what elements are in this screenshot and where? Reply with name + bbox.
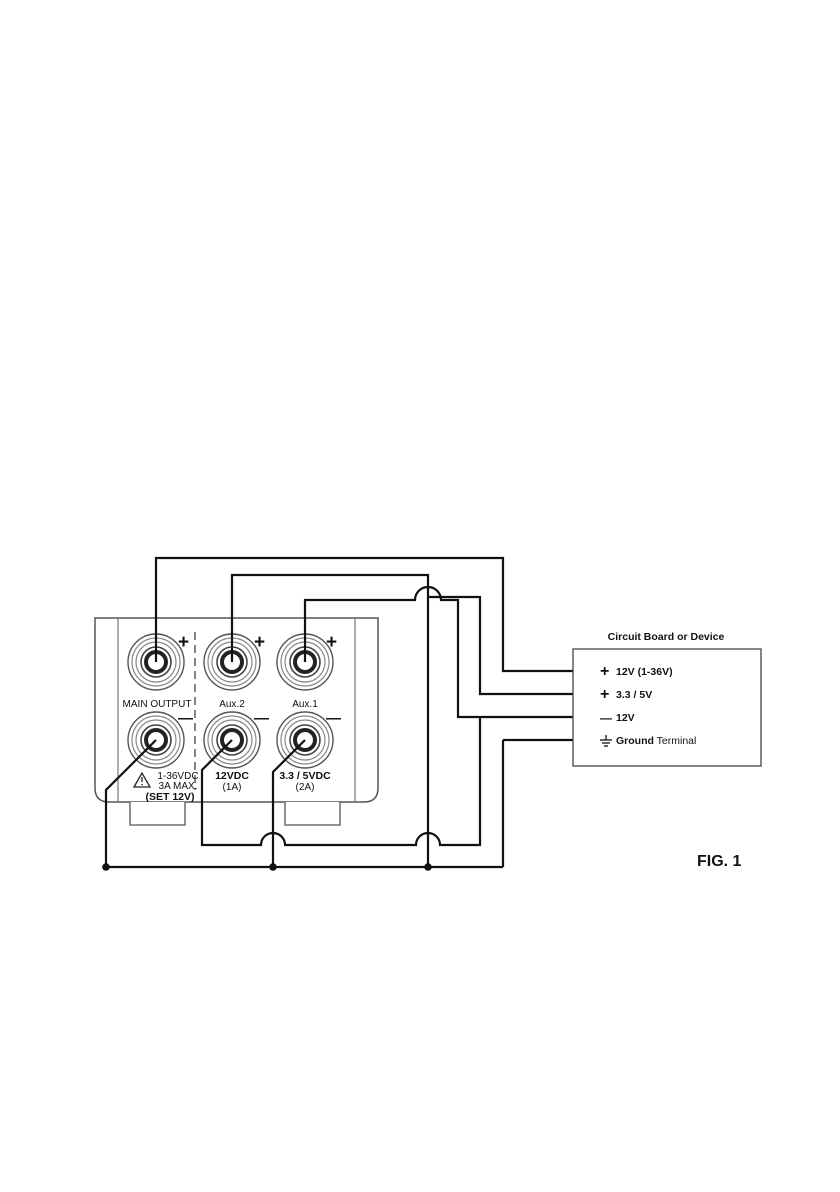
terminal-3v3-symbol: + — [600, 686, 609, 703]
main-minus-symbol: — — [178, 710, 193, 727]
aux2-spec-current: (1A) — [223, 782, 242, 793]
terminal-neg12v-label: 12V — [616, 712, 635, 724]
main-output-label: MAIN OUTPUT — [123, 699, 192, 710]
terminal-ground-label-rest: Terminal — [654, 735, 696, 747]
power-supply-panel: + + + — — — MAIN OUTPUT Aux.2 Aux.1 1-36… — [95, 618, 378, 825]
terminal-12v-symbol: + — [600, 663, 609, 680]
device-title: Circuit Board or Device — [608, 631, 725, 643]
terminal-ground-label: Ground Terminal — [616, 735, 696, 747]
terminal-3v3-label: 3.3 / 5V — [616, 689, 652, 701]
aux1-spec-current: (2A) — [296, 782, 315, 793]
device-box: Circuit Board or Device + 12V (1-36V) + … — [573, 631, 761, 766]
aux1-spec-voltage: 3.3 / 5VDC — [279, 770, 331, 782]
aux1-label: Aux.1 — [292, 699, 318, 710]
terminal-neg12v-symbol: — — [600, 711, 612, 725]
junction-dot — [269, 863, 277, 871]
aux1-plus-symbol: + — [326, 632, 337, 653]
aux1-minus-symbol: — — [326, 710, 341, 727]
panel-foot-left — [130, 802, 185, 825]
aux2-label: Aux.2 — [219, 699, 245, 710]
terminal-ground-label-bold: Ground — [616, 735, 654, 747]
junction-dot — [424, 863, 432, 871]
aux2-minus-symbol: — — [254, 710, 269, 727]
main-spec-setting: (SET 12V) — [145, 791, 194, 803]
main-plus-symbol: + — [178, 632, 189, 653]
terminal-12v-label: 12V (1-36V) — [616, 666, 673, 678]
figure-caption: FIG. 1 — [697, 853, 742, 870]
junction-dot — [102, 863, 110, 871]
panel-foot-right — [285, 802, 340, 825]
aux2-plus-symbol: + — [254, 632, 265, 653]
aux2-spec-voltage: 12VDC — [215, 770, 249, 782]
